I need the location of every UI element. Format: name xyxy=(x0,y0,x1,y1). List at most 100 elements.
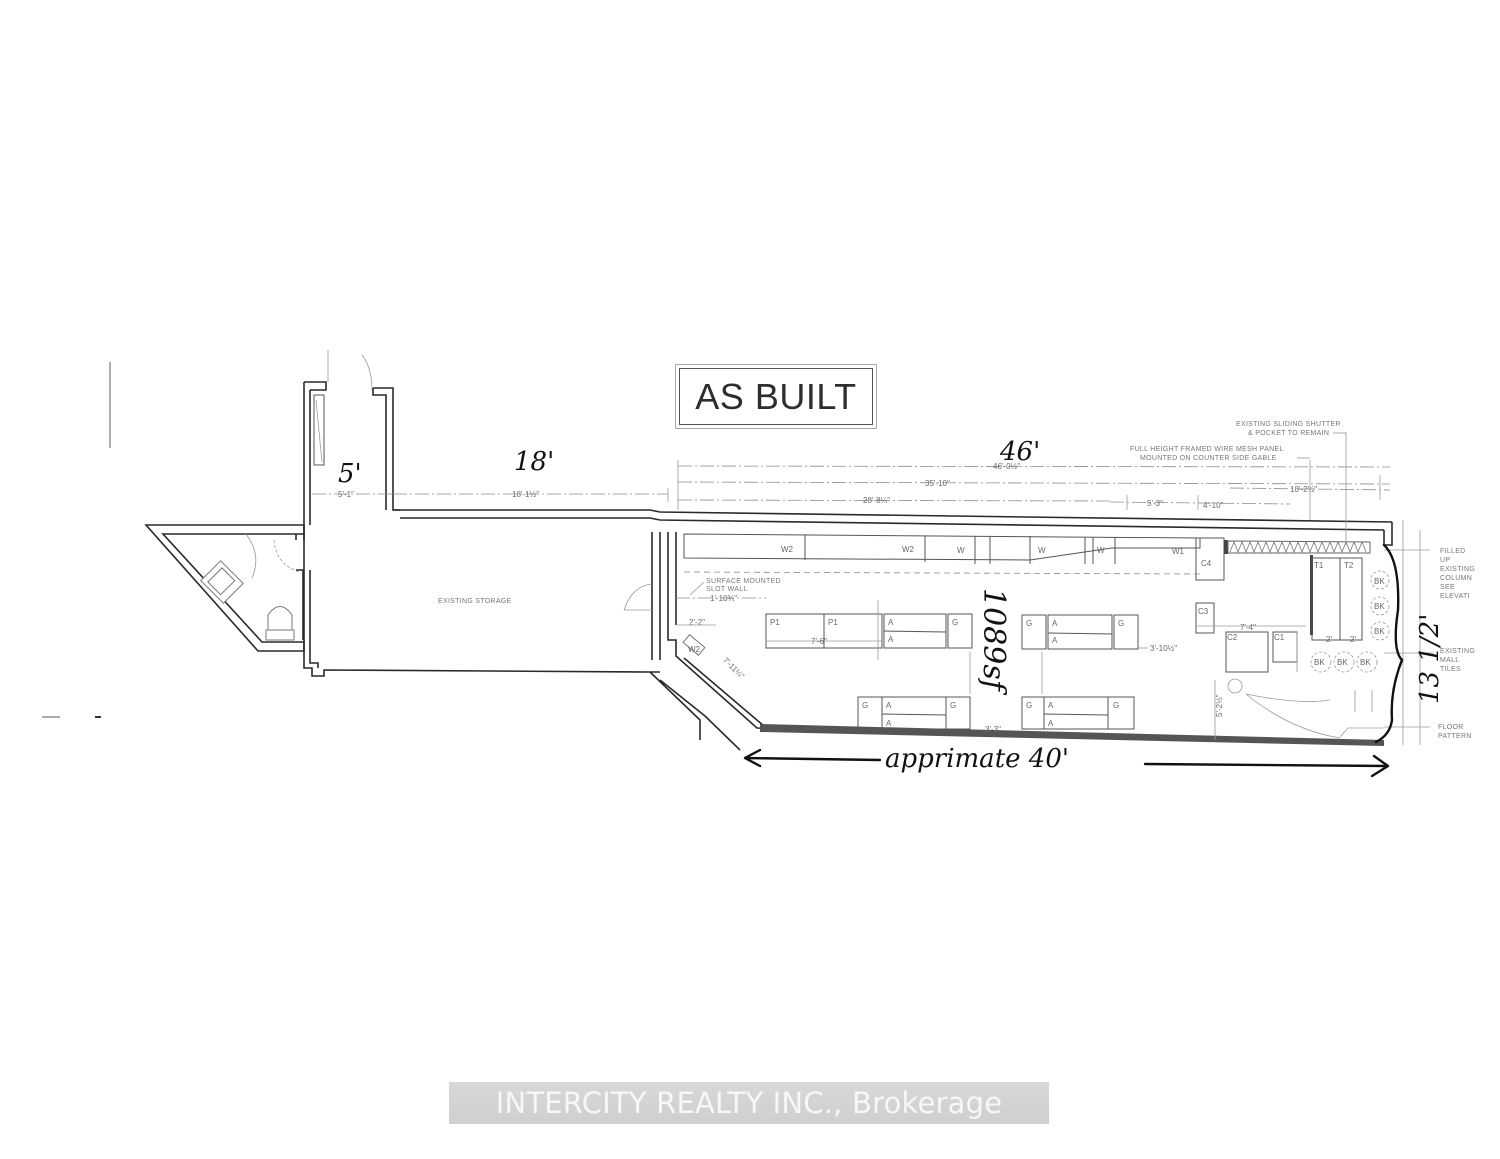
svg-text:P1: P1 xyxy=(828,618,838,627)
svg-text:MALL: MALL xyxy=(1440,657,1460,664)
table-t2: T2 xyxy=(1344,561,1354,570)
counter-c3: C3 xyxy=(1198,607,1209,616)
svg-text:FILLED: FILLED xyxy=(1440,548,1466,555)
storage-room: EXISTING STORAGE xyxy=(303,509,1393,677)
svg-text:5'-1": 5'-1" xyxy=(338,490,354,499)
svg-text:3'-3": 3'-3" xyxy=(985,725,1001,734)
handwritten-notes: 5' 18' 46' 1089sf 13 1/2' apprimate 40' xyxy=(338,437,1445,778)
svg-text:G: G xyxy=(950,701,956,710)
wall-unit-w: W xyxy=(1038,546,1046,555)
svg-text:G: G xyxy=(1026,701,1032,710)
svg-text:10'-2½": 10'-2½" xyxy=(1290,485,1317,494)
svg-text:A: A xyxy=(886,701,892,710)
svg-text:MOUNTED ON COUNTER SIDE GABLE: MOUNTED ON COUNTER SIDE GABLE xyxy=(1140,455,1277,462)
wire-mesh-panel xyxy=(1229,540,1367,554)
door-swing xyxy=(623,583,653,611)
display-racks-top: P1 P1 A A G G A A G xyxy=(765,613,1139,650)
svg-text:G: G xyxy=(862,701,868,710)
seat-bk: BK xyxy=(1374,627,1385,636)
seat-bk: BK xyxy=(1360,658,1371,667)
as-built-title: AS BUILT xyxy=(675,364,877,429)
arrow-right-icon xyxy=(1143,754,1390,778)
right-annotations: FILLED UP EXISTING COLUMN SEE ELEVATI EX… xyxy=(1130,421,1475,745)
handwritten-5ft: 5' xyxy=(338,459,362,489)
svg-text:46'-0½": 46'-0½" xyxy=(993,462,1020,471)
arrow-left-icon xyxy=(743,748,882,768)
svg-text:EXISTING: EXISTING xyxy=(1440,566,1475,573)
seat-bk: BK xyxy=(1337,658,1348,667)
svg-text:P1: P1 xyxy=(770,618,780,627)
svg-text:7'-4": 7'-4" xyxy=(1240,623,1256,632)
handwritten-boundary xyxy=(1374,543,1404,744)
counter-c4: C4 xyxy=(1201,559,1212,568)
svg-text:& POCKET TO REMAIN: & POCKET TO REMAIN xyxy=(1248,430,1329,437)
svg-text:COLUMN: COLUMN xyxy=(1440,575,1472,582)
shutter-note: EXISTING SLIDING SHUTTER xyxy=(1236,421,1341,428)
svg-text:UP: UP xyxy=(1440,557,1450,564)
svg-text:28'-8¼": 28'-8¼" xyxy=(863,496,890,505)
svg-text:G: G xyxy=(1113,701,1119,710)
svg-text:A: A xyxy=(888,618,894,627)
wall-unit-w2: W2 xyxy=(781,545,794,554)
svg-text:G: G xyxy=(952,618,958,627)
wall-unit-w2: W2 xyxy=(902,545,915,554)
svg-text:ELEVATI: ELEVATI xyxy=(1440,593,1470,600)
dimension-lines: 5'-1" 18'-1½" 46'-0½" 35'-10" 28'-8¼" 5'… xyxy=(312,432,1391,740)
svg-text:A: A xyxy=(1052,636,1058,645)
svg-text:3'-10½": 3'-10½" xyxy=(1150,644,1177,653)
svg-text:SURFACE MOUNTED: SURFACE MOUNTED xyxy=(706,578,781,585)
handwritten-46ft: 46' xyxy=(999,437,1040,467)
svg-text:A: A xyxy=(1048,719,1054,728)
svg-text:PATTERN: PATTERN xyxy=(1438,733,1472,740)
svg-text:FLOOR: FLOOR xyxy=(1438,724,1464,731)
svg-text:2'-2": 2'-2" xyxy=(689,618,705,627)
svg-text:SEE: SEE xyxy=(1440,584,1455,591)
title-text: AS BUILT xyxy=(695,375,857,417)
svg-text:TILES: TILES xyxy=(1440,666,1461,673)
wall-units: W2 W2 W W W W1 xyxy=(683,533,1201,575)
svg-text:18'-1½": 18'-1½" xyxy=(512,490,539,499)
display-racks-bottom: G A A G G A A G xyxy=(857,696,1135,730)
svg-text:1'-10¾": 1'-10¾" xyxy=(710,594,737,603)
svg-text:2': 2' xyxy=(1350,635,1356,644)
watermark-text: INTERCITY REALTY INC., Brokerage xyxy=(495,1086,1003,1120)
svg-text:5'-2½": 5'-2½" xyxy=(1215,694,1224,717)
seat-bk: BK xyxy=(1314,658,1325,667)
wall-unit-w: W xyxy=(1097,546,1105,555)
storage-label: EXISTING STORAGE xyxy=(438,598,512,605)
handwritten-depth: 13 1/2' xyxy=(1415,614,1445,704)
svg-text:A: A xyxy=(1048,701,1054,710)
handwritten-area: 1089sf xyxy=(976,588,1011,696)
wall-unit-w: W xyxy=(957,546,965,555)
handwritten-length: apprimate 40' xyxy=(885,744,1069,774)
svg-text:7'-11¼": 7'-11¼" xyxy=(721,655,746,680)
svg-text:35'-10": 35'-10" xyxy=(925,479,950,488)
svg-text:EXISTING: EXISTING xyxy=(1440,648,1475,655)
toilet-icon xyxy=(267,606,293,631)
brokerage-watermark: INTERCITY REALTY INC., Brokerage xyxy=(449,1082,1049,1124)
wall-unit-w2: W2 xyxy=(688,645,701,654)
counter-c2: C2 xyxy=(1227,633,1238,642)
slot-wall: SURFACE MOUNTED SLOT WALL W2 xyxy=(682,578,781,656)
mesh-panel-note: FULL HEIGHT FRAMED WIRE MESH PANEL xyxy=(1130,446,1284,453)
washroom xyxy=(144,524,305,652)
svg-text:SLOT WALL: SLOT WALL xyxy=(706,586,748,593)
wall-unit-w1: W1 xyxy=(1172,547,1185,556)
svg-text:A: A xyxy=(1052,619,1058,628)
svg-text:2': 2' xyxy=(1326,635,1332,644)
counter-c1: C1 xyxy=(1274,633,1285,642)
seat-bk: BK xyxy=(1374,577,1385,586)
svg-text:A: A xyxy=(888,635,894,644)
handwritten-18ft: 18' xyxy=(514,447,554,477)
svg-text:G: G xyxy=(1118,619,1124,628)
storefront-glazing xyxy=(760,724,1384,746)
counter-area: C4 C3 C2 C1 T1 T2 BK BK BK BK BK BK xyxy=(1195,537,1390,739)
svg-text:5'-3": 5'-3" xyxy=(1147,499,1163,508)
svg-text:4'-10": 4'-10" xyxy=(1203,501,1224,510)
svg-text:7'-6": 7'-6" xyxy=(811,637,827,646)
svg-text:G: G xyxy=(1026,619,1032,628)
seat-bk: BK xyxy=(1374,602,1385,611)
entrance-corridor xyxy=(303,350,400,525)
svg-text:A: A xyxy=(886,719,892,728)
